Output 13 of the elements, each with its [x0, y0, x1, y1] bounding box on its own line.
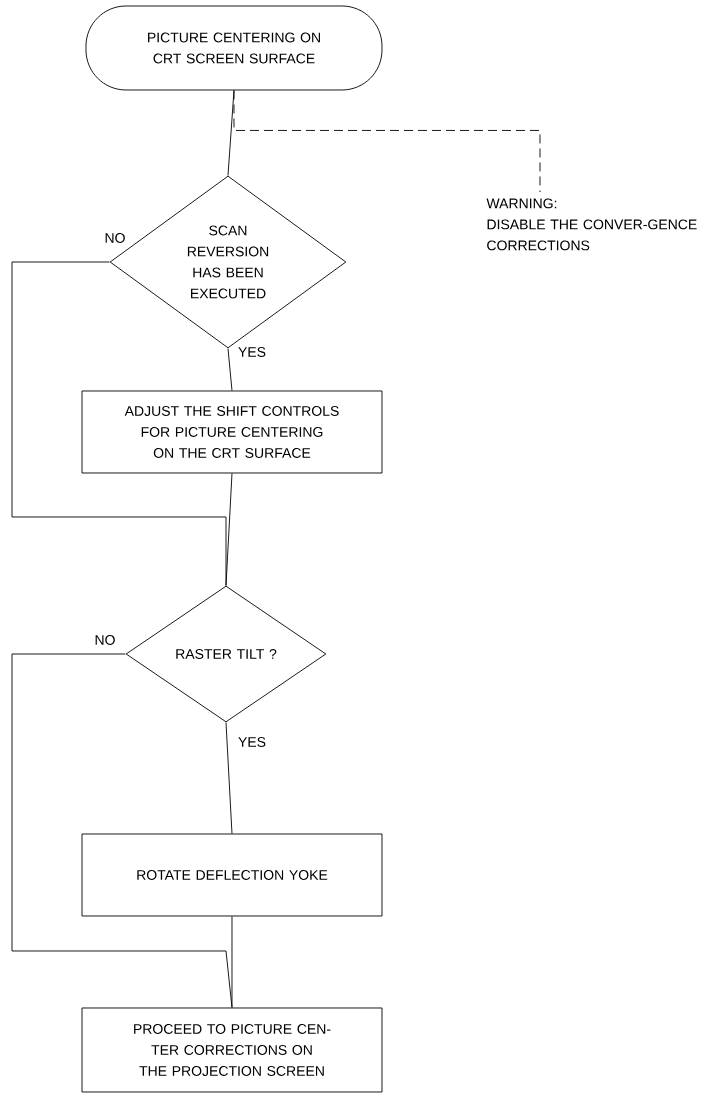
connector-line	[233, 90, 541, 193]
edge-label: YES	[238, 347, 266, 357]
connector-line	[227, 348, 233, 391]
terminal-box: PICTURE CENTERING ON CRT SCREEN SURFACE	[85, 5, 383, 91]
process-box: ROTATE DEFLECTION YOKE	[81, 833, 383, 917]
warning-note: WARNING: DISABLE THE CONVER-GENCE CORRECTIONS	[486, 198, 697, 251]
edge-label: YES	[238, 737, 266, 747]
connector-line	[231, 916, 233, 1008]
edge-label: NO	[95, 635, 115, 645]
connector-line	[225, 722, 233, 834]
process-box: PROCEED TO PICTURE CEN-TER CORRECTIONS ON THE PROJECTION SCREEN	[81, 1007, 383, 1093]
connector-line	[225, 473, 233, 586]
process-box: ADJUST THE SHIFT CONTROLS FOR PICTURE CENTERING ON THE CRT SURFACE	[81, 390, 383, 474]
